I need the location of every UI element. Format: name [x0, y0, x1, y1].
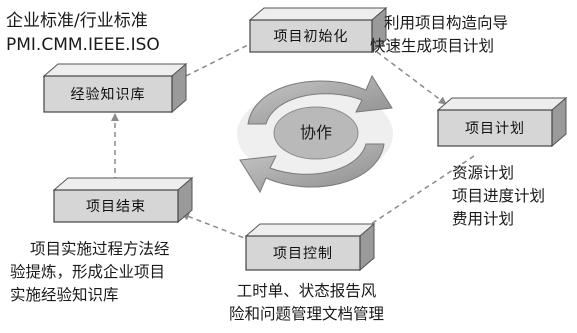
planning-annotation: 资源计划 项目进度计划 费用计划 [452, 162, 545, 231]
knowledge-base-box-shape [42, 62, 188, 114]
planning-node-label: 项目计划 [465, 121, 525, 137]
planning-box-shape [436, 96, 568, 148]
control-box-shape [244, 222, 376, 272]
arrow-plan-to-control [355, 155, 475, 235]
initiation-note-line-2: 快速生成项目计划 [370, 37, 495, 55]
control-note-line-1: 工时单、状态报告风 [236, 282, 377, 300]
standards-line-2: PMI.CMM.IEEE.ISO [6, 35, 160, 55]
closure-note-line-1: 项目实施过程方法经 [30, 240, 170, 258]
closure-annotation: 项目实施过程方法经 验提炼，形成企业项目 实施经验知识库 [10, 238, 170, 307]
collaboration-cycle [237, 74, 393, 194]
standards-annotation: 企业标准/行业标准 PMI.CMM.IEEE.ISO [6, 9, 160, 57]
closure-box-shape [52, 176, 194, 224]
closure-note-line-2: 验提炼，形成企业项目 [10, 263, 166, 281]
initiation-node-label: 项目初始化 [273, 29, 349, 45]
initiation-annotation: 利用项目构造向导 快速生成项目计划 [370, 12, 509, 58]
control-node-label: 项目控制 [273, 246, 333, 262]
planning-note-line-3: 费用计划 [452, 210, 515, 228]
planning-note-line-1: 资源计划 [452, 164, 515, 182]
initiation-box-shape [248, 6, 388, 54]
initiation-note-line-1: 利用项目构造向导 [384, 14, 509, 32]
arrow-init-to-plan [376, 51, 447, 105]
collaboration-label: 协作 [299, 123, 332, 142]
closure-note-line-3: 实施经验知识库 [10, 286, 119, 304]
arrow-knowledge-to-init [177, 37, 263, 81]
control-annotation: 工时单、状态报告风 险和问题管理文档管理 [229, 280, 384, 326]
planning-note-line-2: 项目进度计划 [452, 187, 546, 205]
knowledge-base-node-label: 经验知识库 [70, 87, 146, 103]
closure-node-label: 项目结束 [86, 199, 146, 215]
standards-line-1: 企业标准/行业标准 [6, 11, 148, 31]
control-note-line-2: 险和问题管理文档管理 [229, 305, 385, 323]
